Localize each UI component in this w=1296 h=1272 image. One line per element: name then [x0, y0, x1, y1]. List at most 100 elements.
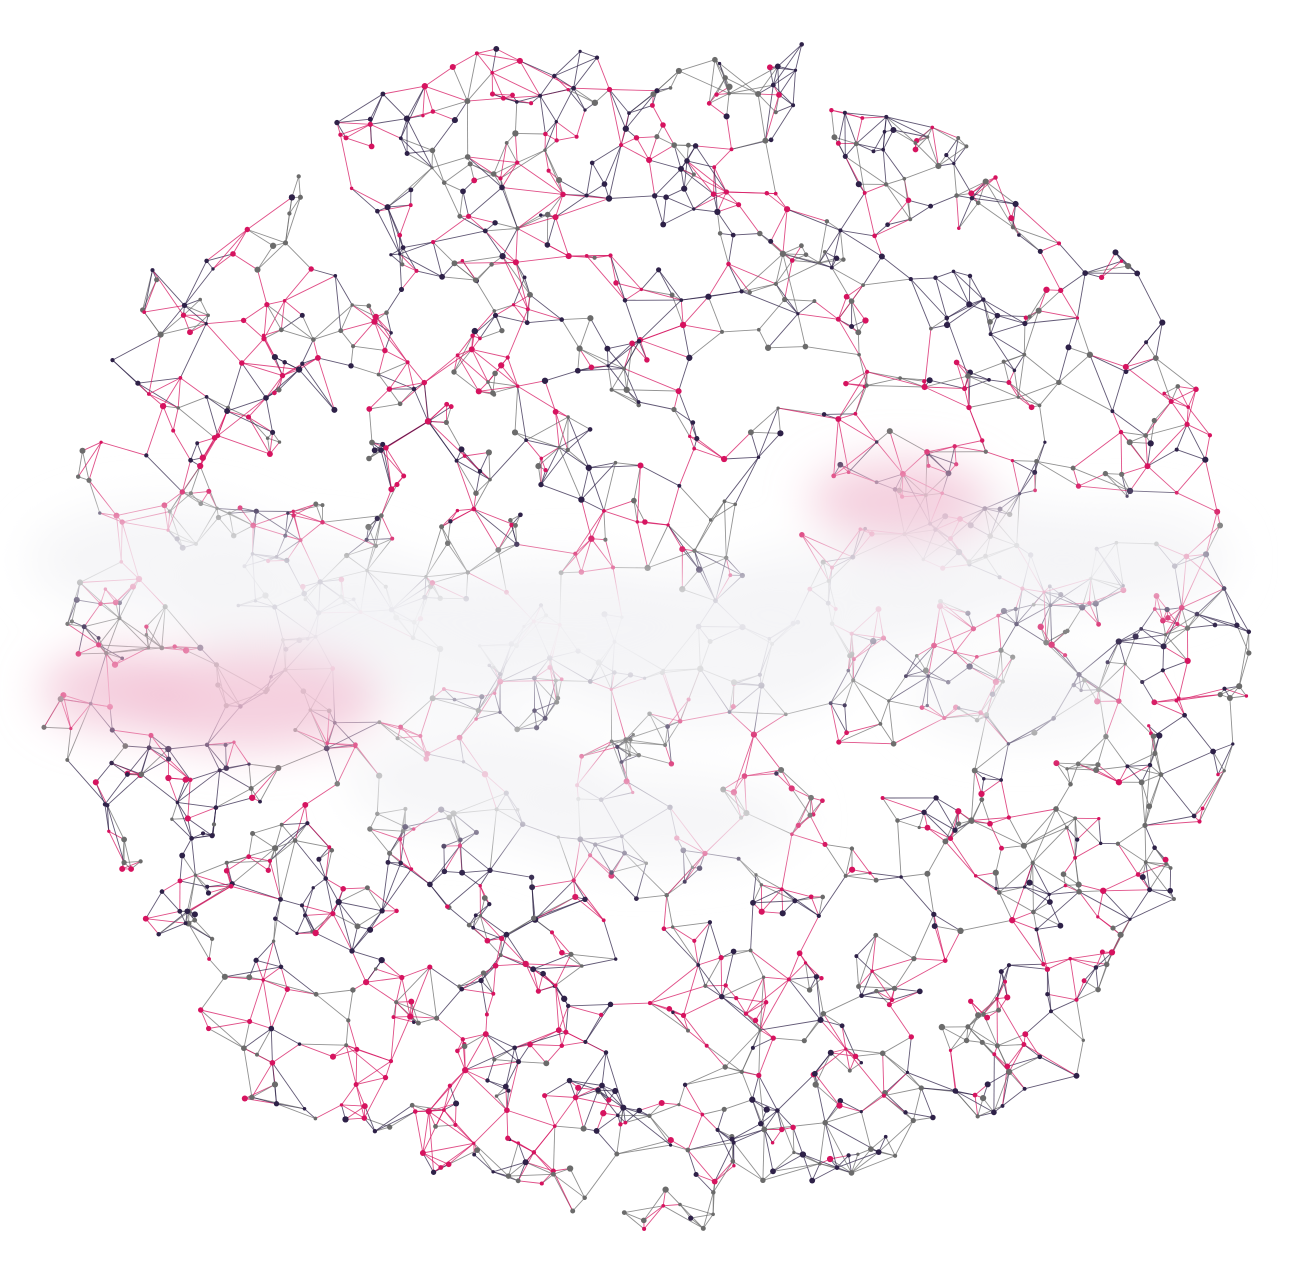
network-node	[546, 168, 551, 173]
network-edge	[993, 1071, 1010, 1113]
network-edge	[777, 65, 796, 71]
network-node	[457, 843, 462, 848]
network-edge	[177, 769, 220, 803]
network-edge	[281, 822, 308, 826]
network-edge	[760, 1019, 821, 1031]
network-edge	[475, 903, 490, 916]
network-edge	[985, 181, 1014, 228]
network-edge	[601, 1052, 607, 1086]
network-edge	[184, 304, 209, 316]
network-edge	[399, 382, 425, 405]
network-edge	[995, 872, 1000, 893]
network-edge	[287, 988, 317, 995]
network-node	[796, 950, 803, 957]
network-edge	[924, 386, 970, 408]
network-edge	[611, 739, 626, 742]
network-node	[119, 865, 126, 872]
network-edge	[775, 253, 784, 285]
network-edge	[775, 104, 794, 113]
network-node	[508, 518, 513, 523]
network-edge	[788, 979, 821, 1021]
network-edge	[448, 1149, 478, 1165]
network-edge	[424, 349, 473, 383]
network-node	[568, 951, 574, 957]
network-edge	[858, 986, 895, 989]
network-edge	[500, 162, 518, 179]
network-edge	[533, 1152, 554, 1175]
network-edge	[505, 1086, 508, 1111]
network-edge	[467, 156, 503, 188]
network-edge	[476, 53, 493, 73]
network-edge	[429, 884, 448, 907]
network-edge	[432, 241, 455, 264]
network-edge	[167, 748, 191, 781]
network-node	[276, 387, 282, 393]
network-edge	[340, 330, 354, 347]
network-edge	[684, 1066, 726, 1086]
network-edge	[274, 848, 281, 900]
network-node	[663, 194, 669, 200]
network-node	[666, 523, 670, 527]
network-edge	[336, 118, 371, 124]
network-edge	[667, 726, 672, 764]
network-node	[618, 1122, 623, 1127]
network-node	[282, 298, 287, 303]
network-edge	[447, 521, 451, 544]
network-edge	[1162, 646, 1165, 671]
network-edge	[472, 927, 488, 942]
network-edge	[1147, 449, 1177, 467]
network-node	[412, 1020, 416, 1024]
network-edge	[442, 276, 476, 281]
network-edge	[322, 521, 377, 547]
network-edge	[558, 1005, 569, 1031]
network-edge	[538, 447, 560, 467]
network-edge	[217, 410, 228, 436]
network-edge	[517, 386, 527, 441]
network-node	[768, 238, 774, 244]
network-edge	[538, 984, 556, 992]
network-edge	[88, 442, 102, 481]
network-node	[969, 195, 975, 201]
network-edge	[639, 339, 648, 361]
network-edge	[888, 675, 929, 702]
network-edge	[1076, 999, 1084, 1041]
network-node	[843, 380, 849, 387]
network-edge	[603, 920, 617, 960]
network-edge	[750, 950, 765, 978]
network-edge	[552, 1170, 574, 1212]
network-edge	[561, 952, 583, 967]
network-node	[313, 1116, 318, 1121]
network-edge	[1103, 874, 1139, 892]
network-edge	[325, 878, 334, 914]
network-edge	[275, 918, 298, 934]
network-edge	[615, 282, 626, 301]
network-node	[524, 320, 530, 326]
network-node	[747, 290, 752, 295]
network-edge	[1127, 752, 1156, 767]
network-edge	[708, 77, 726, 104]
network-edge	[990, 315, 998, 335]
network-node	[898, 376, 902, 380]
network-node	[535, 988, 542, 994]
network-edge	[672, 926, 695, 942]
network-edge	[575, 1052, 607, 1098]
network-edge	[855, 117, 863, 144]
network-edge	[1220, 685, 1240, 696]
network-edge	[820, 1019, 843, 1027]
network-node	[595, 1087, 601, 1093]
network-node	[682, 879, 687, 884]
network-edge	[479, 315, 496, 339]
network-node	[511, 429, 519, 436]
network-edge	[291, 176, 300, 198]
network-edge	[1076, 273, 1086, 319]
network-edge	[257, 269, 268, 305]
network-edge	[1155, 357, 1172, 402]
network-node	[401, 473, 407, 479]
network-node	[696, 963, 701, 967]
network-edge	[341, 1104, 365, 1119]
network-node	[494, 1094, 499, 1098]
network-edge	[1145, 342, 1157, 359]
network-node	[887, 699, 891, 703]
network-edge	[724, 501, 727, 558]
network-node	[598, 1012, 604, 1018]
